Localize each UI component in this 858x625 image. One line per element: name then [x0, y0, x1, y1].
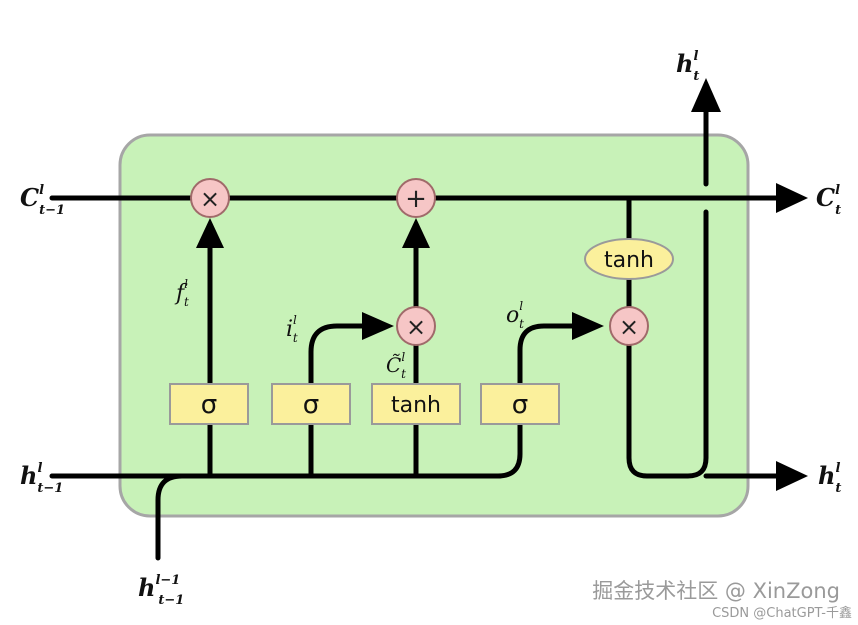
op-output-mult-symbol: ×: [619, 313, 639, 341]
op-cell-add: +: [396, 178, 436, 218]
output-path: [626, 209, 709, 479]
gate-forget-label: σ: [201, 390, 217, 420]
arrow-add-up: [402, 218, 430, 248]
output-wire-top: [517, 323, 581, 387]
watermark-secondary: CSDN @ChatGPT-千鑫: [712, 605, 852, 621]
output-wire-bottom: [495, 421, 523, 479]
arrow-hidden-top: [691, 78, 721, 112]
input-wire-top: [308, 323, 370, 387]
gate-output-label: σ: [512, 390, 528, 420]
op-input-mult-symbol: ×: [406, 313, 426, 341]
arrow-hidden-out: [776, 461, 808, 491]
gate-output: σ: [480, 383, 560, 425]
cell-tanh: tanh: [584, 238, 674, 280]
gate-forget: σ: [169, 383, 249, 425]
arrowheads: [196, 78, 808, 491]
op-forget-mult-symbol: ×: [200, 185, 220, 213]
op-input-mult: ×: [396, 306, 436, 346]
op-output-mult: ×: [609, 306, 649, 346]
gate-candidate-label: tanh: [391, 393, 441, 418]
arrow-forget-up: [196, 218, 224, 248]
arrow-input-right: [362, 312, 394, 340]
arrow-cell-out: [776, 183, 808, 213]
gate-input-label: σ: [303, 390, 319, 420]
hidden-below-wire: [155, 473, 185, 561]
watermark-primary: 掘金技术社区 @ XinZong: [592, 579, 840, 603]
op-cell-add-symbol: +: [405, 184, 427, 214]
gate-candidate: tanh: [371, 383, 461, 425]
gate-input: σ: [271, 383, 351, 425]
op-forget-mult: ×: [190, 178, 230, 218]
wires: [49, 107, 781, 561]
cell-tanh-label: tanh: [604, 248, 654, 273]
arrow-output-right: [572, 312, 604, 340]
